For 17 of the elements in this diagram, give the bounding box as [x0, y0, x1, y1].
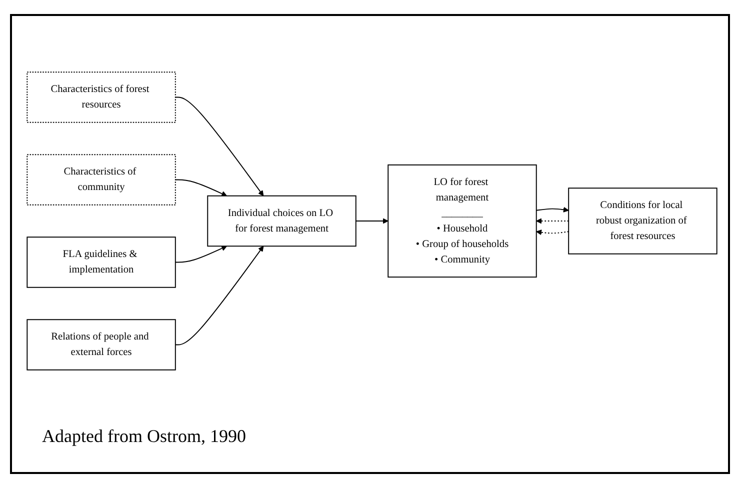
- node-box: [207, 195, 356, 247]
- node-box: [568, 188, 718, 254]
- arrow: [536, 218, 570, 224]
- node-box: [26, 236, 176, 288]
- node-box: [388, 164, 537, 278]
- arrow: [174, 246, 264, 346]
- node-box: [26, 154, 176, 206]
- arrow: [355, 218, 388, 224]
- node-box: [26, 319, 176, 370]
- arrow: [174, 96, 264, 196]
- node-box: [26, 72, 176, 123]
- arrow: [174, 179, 228, 196]
- flowchart: Characteristics of forest resources Characteristics of community FLA guidelines & implementation Relations of people and external forces Individual choices on LO for forest management LO for forest management ________ • Household • Group of households • Community Conditions for local robust organization of forest resources: [22, 26, 722, 416]
- arrow: [536, 230, 570, 236]
- source-note: Adapted from Ostrom, 1990: [42, 426, 246, 447]
- arrow: [174, 246, 228, 263]
- arrow: [536, 206, 569, 212]
